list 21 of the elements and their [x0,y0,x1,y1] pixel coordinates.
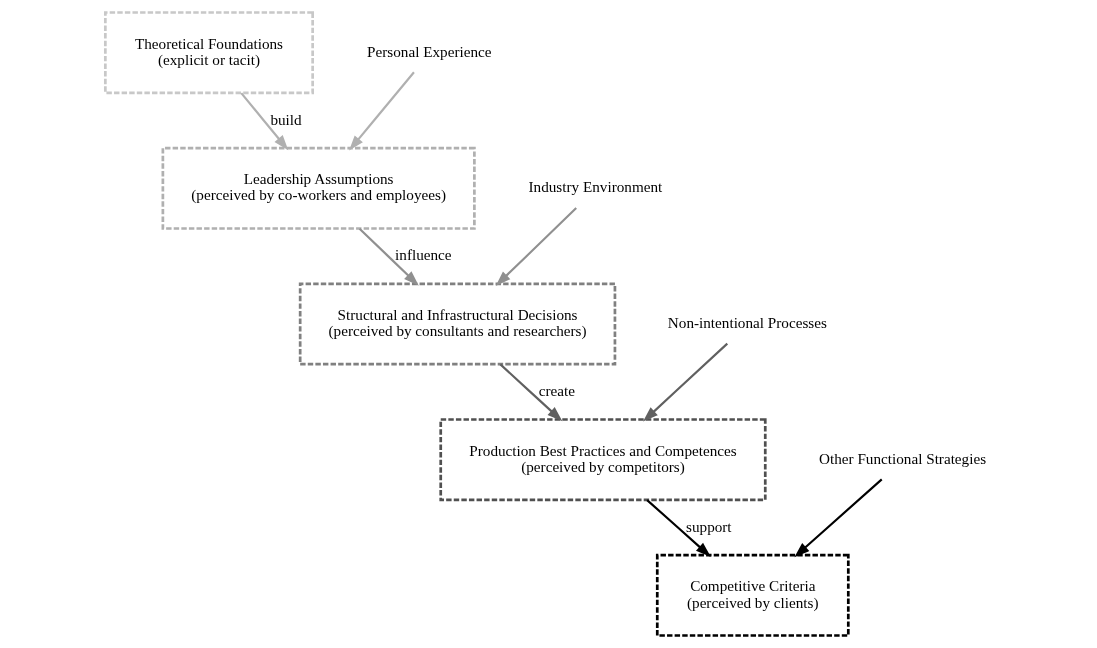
edge-label: build [269,110,302,128]
node-box: Leadership Assumptions (perceived by co-workers and employees) [161,146,476,230]
node-text: Personal Experience [366,42,492,60]
edge-label: support [685,517,732,535]
arrow [499,363,562,422]
node-box: Theoretical Foundations (explicit or tacit) [103,11,314,95]
node-box: Production Best Practices and Competences (perceived by competitors) [438,418,767,502]
edge-label: create [538,381,575,399]
arrow [793,478,882,558]
node-text: Non-intentional Processes [667,314,827,332]
arrow [358,227,419,286]
node-box: Competitive Criteria (perceived by clients) [655,553,850,637]
arrow [495,207,577,286]
arrow [239,92,288,151]
edge-label: influence [394,246,452,264]
arrow [348,71,415,151]
node-box: Structural and Infrastructural Decisions (perceived by consultants and researchers) [298,282,616,366]
arrow [645,499,711,557]
arrow [642,342,728,422]
node-text: Industry Environment [528,178,662,196]
node-text: Other Functional Strategies [818,449,986,467]
